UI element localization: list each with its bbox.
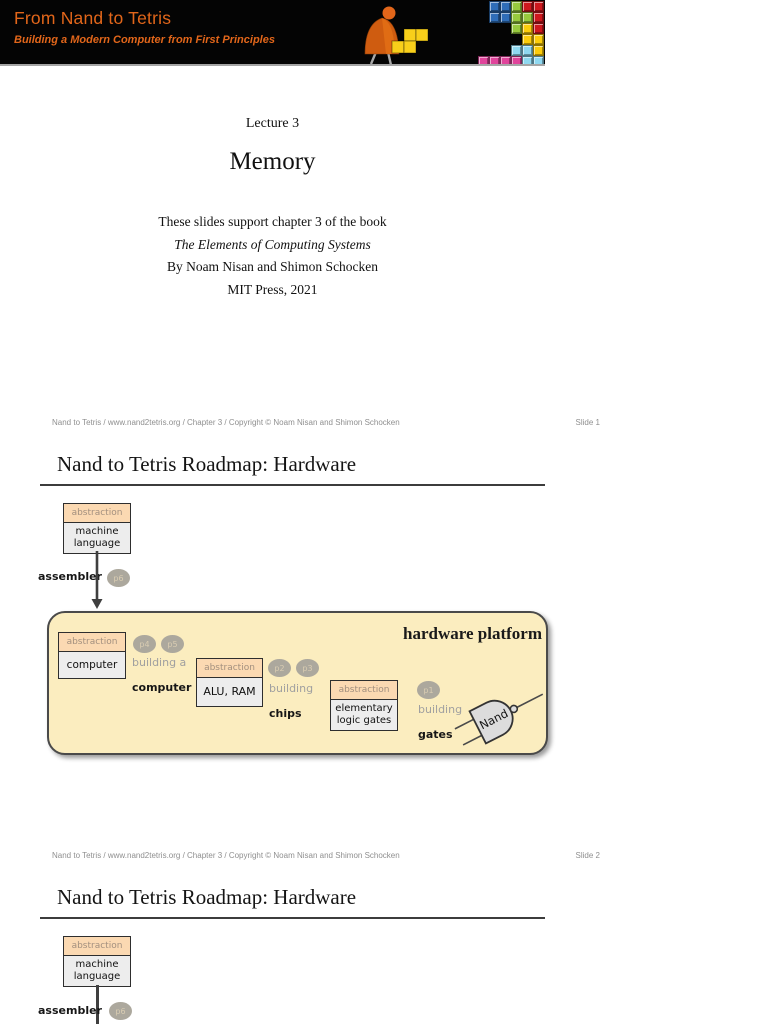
chips-label: chips — [269, 707, 302, 720]
pill-p6: p6 — [109, 1002, 132, 1020]
tetris-block — [500, 56, 511, 64]
title-underline — [40, 917, 545, 919]
hardware-platform-label: hardware platform — [403, 624, 542, 643]
header-banner: From Nand to Tetris Building a Modern Co… — [0, 0, 545, 66]
lecture-label: Lecture 3 — [245, 116, 300, 131]
mascot-icon — [364, 6, 429, 64]
abstraction-box-machine-language: abstraction machine language — [63, 503, 131, 554]
banner-title: From Nand to Tetris — [14, 8, 172, 28]
hardware-platform-box — [47, 611, 548, 755]
slide-3-title: Nand to Tetris Roadmap: Hardware — [57, 885, 357, 909]
tetris-block — [478, 56, 489, 64]
footer-text: Nand to Tetris / www.nand2tetris.org / C… — [52, 851, 400, 860]
box-text: machine language — [64, 523, 130, 553]
assembler-label: assembler — [38, 570, 102, 583]
tetris-block — [533, 56, 544, 64]
box-text: computer — [59, 652, 125, 678]
tetris-block — [533, 1, 544, 12]
tetris-block — [533, 12, 544, 23]
abstraction-box-computer: abstraction computer — [58, 632, 126, 679]
abstraction-label: abstraction — [64, 504, 130, 523]
slide-number: Slide 1 — [575, 418, 600, 427]
tetris-block — [522, 23, 533, 34]
tetris-block — [511, 12, 522, 23]
connector-line — [96, 985, 99, 1024]
pill-p5: p5 — [161, 635, 184, 653]
abstraction-box-machine-language: abstraction machine language — [63, 936, 131, 987]
footer-text: Nand to Tetris / www.nand2tetris.org / C… — [52, 418, 400, 427]
assembler-label: assembler — [38, 1004, 102, 1017]
tetris-block — [511, 1, 522, 12]
tetris-3-blocks — [478, 1, 545, 64]
tetris-block — [489, 1, 500, 12]
tetris-block — [500, 12, 511, 23]
box-text: elementary logic gates — [331, 700, 397, 730]
box-text: machine language — [64, 956, 130, 986]
tetris-block — [522, 12, 533, 23]
building-chips-label: building — [269, 682, 314, 695]
tetris-block — [533, 34, 544, 45]
book-line-3: By Noam Nisan and Shimon Schocken — [166, 259, 379, 274]
box-text: ALU, RAM — [197, 678, 262, 706]
building-a-label: building a — [132, 656, 187, 669]
slide-title-memory: Memory — [229, 148, 316, 175]
slide-2-title: Nand to Tetris Roadmap: Hardware — [57, 452, 357, 476]
pill-p4: p4 — [133, 635, 156, 653]
pill-p3: p3 — [296, 659, 319, 677]
pill-p6: p6 — [107, 569, 130, 587]
building-gates-label: building — [418, 703, 463, 716]
tetris-block — [522, 1, 533, 12]
slide-number: Slide 2 — [575, 851, 600, 860]
book-line-1: These slides support chapter 3 of the bo… — [158, 214, 387, 229]
tetris-block — [511, 45, 522, 56]
tetris-s-piece — [391, 28, 429, 54]
gates-label: gates — [418, 728, 453, 741]
tetris-block — [522, 45, 533, 56]
tetris-block — [489, 12, 500, 23]
tetris-block — [533, 23, 544, 34]
book-line-4: MIT Press, 2021 — [227, 282, 318, 297]
pill-p1: p1 — [417, 681, 440, 699]
tetris-block — [511, 23, 522, 34]
banner-subtitle: Building a Modern Computer from First Pr… — [14, 34, 275, 46]
slide-1-footer: Nand to Tetris / www.nand2tetris.org / C… — [52, 418, 600, 427]
abstraction-box-elementary-gates: abstraction elementary logic gates — [330, 680, 398, 731]
tetris-block — [522, 34, 533, 45]
abstraction-box-alu-ram: abstraction ALU, RAM — [196, 658, 263, 707]
tetris-block — [522, 56, 533, 64]
pill-p2: p2 — [268, 659, 291, 677]
abstraction-label: abstraction — [59, 633, 125, 652]
tetris-block — [533, 45, 544, 56]
computer-label: computer — [132, 681, 192, 694]
title-underline — [40, 484, 545, 486]
slide-2-footer: Nand to Tetris / www.nand2tetris.org / C… — [52, 851, 600, 860]
abstraction-label: abstraction — [64, 937, 130, 956]
tetris-block — [511, 56, 522, 64]
book-line-2: The Elements of Computing Systems — [174, 237, 371, 252]
abstraction-label: abstraction — [331, 681, 397, 700]
tetris-block — [500, 1, 511, 12]
tetris-block — [489, 56, 500, 64]
abstraction-label: abstraction — [197, 659, 262, 678]
